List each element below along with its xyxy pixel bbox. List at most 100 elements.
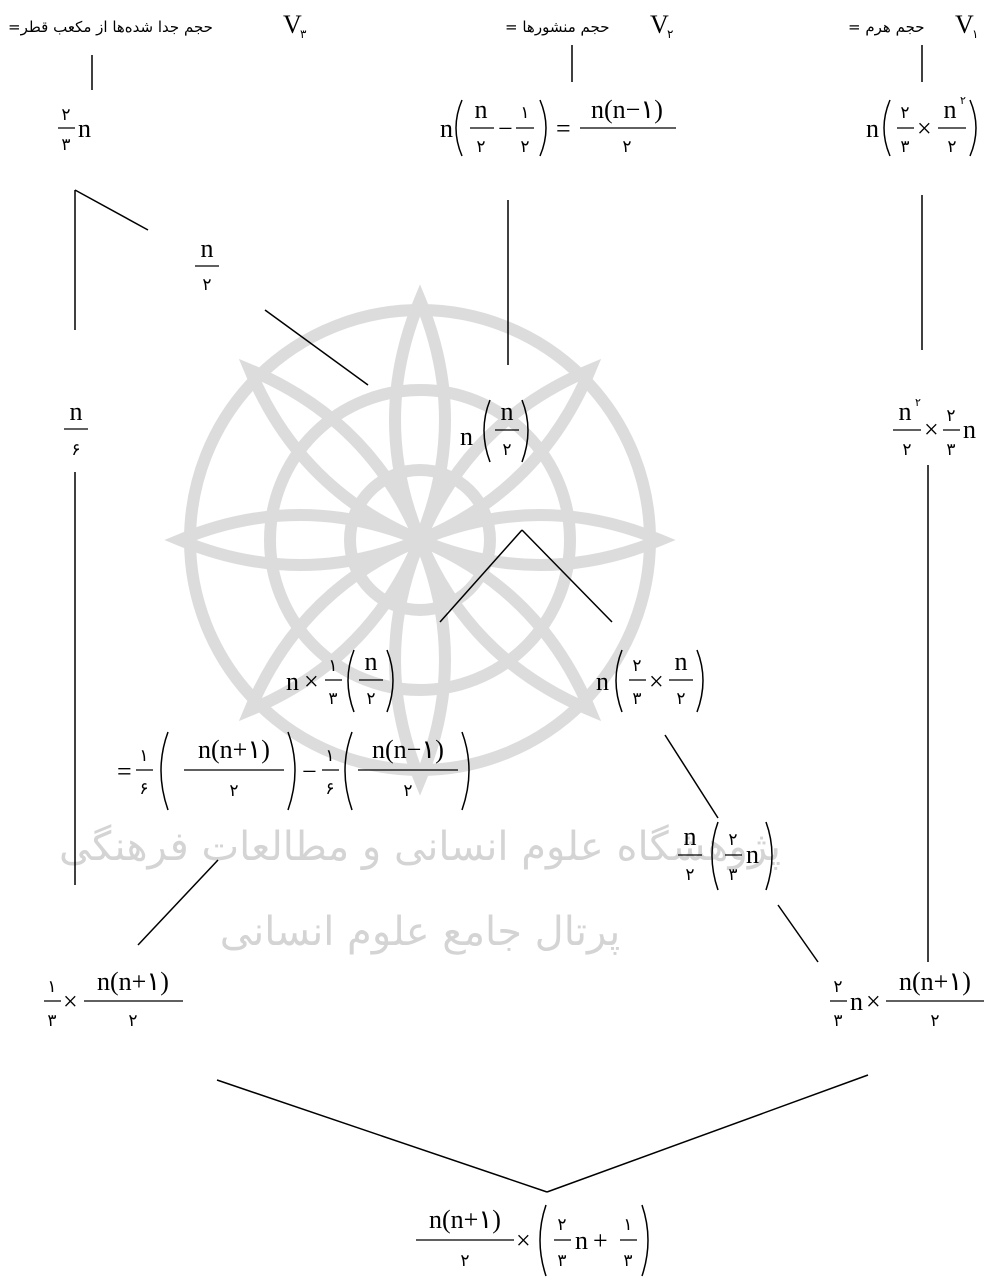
expr-n-times-third-n-over-2: n × ۱ ۳ n ۲ (286, 647, 394, 713)
svg-text:×: × (924, 415, 939, 444)
svg-text:۲: ۲ (202, 275, 211, 295)
svg-text:n: n (575, 1226, 588, 1255)
expr-n2-over-2-times-2-3-n: n ۲ ۲ × ۲ ۳ n (893, 396, 976, 460)
svg-text:n: n (78, 114, 91, 143)
watermark-rosette (164, 284, 676, 796)
watermark-line2: پرتال جامع علوم انسانی (220, 909, 621, 955)
svg-text:۲: ۲ (460, 1251, 469, 1271)
line-to-right-result (777, 904, 819, 963)
svg-text:×: × (866, 987, 881, 1016)
svg-text:۲: ۲ (833, 977, 842, 997)
svg-text:×: × (649, 667, 664, 696)
svg-text:۲: ۲ (960, 94, 966, 107)
svg-text:۲: ۲ (128, 1011, 137, 1031)
expr-final-result: n(n+۱) ۲ × ۲ ۳ n + ۱ ۳ (416, 1204, 649, 1277)
svg-text:۲: ۲ (685, 865, 694, 885)
svg-text:۶: ۶ (325, 779, 334, 799)
svg-text:۱: ۱ (325, 746, 334, 766)
connector-lines (74, 45, 929, 1193)
line-split-left (439, 529, 523, 623)
expr-n-two-thirds-n-over-2: n ۲ ۳ × n ۲ (596, 647, 704, 713)
svg-text:n: n (850, 987, 863, 1016)
line-to-n2-2-3n (664, 734, 719, 819)
svg-text:n: n (201, 234, 214, 263)
svg-text:۲: ۲ (61, 105, 70, 125)
svg-text:۳: ۳ (623, 1251, 632, 1271)
svg-text:۲: ۲ (502, 440, 511, 460)
header-v2-sub: ۲ (667, 27, 673, 41)
svg-text:۲: ۲ (403, 781, 412, 801)
svg-text:=: = (117, 757, 132, 786)
svg-text:۲: ۲ (902, 440, 911, 460)
svg-text:۱: ۱ (520, 103, 529, 123)
svg-text:۶: ۶ (139, 779, 148, 799)
svg-text:n: n (365, 647, 378, 676)
svg-text:۲: ۲ (229, 781, 238, 801)
header-v1-symbol: V (955, 10, 974, 39)
svg-text:n(n−۱): n(n−۱) (372, 735, 444, 764)
svg-text:n: n (460, 422, 473, 451)
line-split-right (521, 529, 613, 623)
svg-text:n(n−۱): n(n−۱) (591, 95, 663, 124)
line-merge-right (546, 1074, 869, 1193)
svg-text:۱: ۱ (328, 656, 337, 676)
svg-text:۲: ۲ (622, 137, 631, 157)
svg-text:n(n+۱): n(n+۱) (429, 1205, 501, 1234)
header-v2: = حجم منشورها V ۲ (505, 10, 673, 41)
svg-text:n: n (501, 397, 514, 426)
header-v2-label: = حجم منشورها (505, 18, 609, 36)
svg-text:۲: ۲ (900, 103, 909, 123)
svg-text:۶: ۶ (71, 440, 80, 460)
svg-text:۲: ۲ (915, 396, 921, 409)
svg-text:n: n (963, 415, 976, 444)
svg-text:۳: ۳ (557, 1251, 566, 1271)
expr-left-result: ۱ ۳ × n(n+۱) ۲ (44, 967, 183, 1031)
watermark-line1: پژوهشگاه علوم انسانی و مطالعات فرهنگی (59, 824, 781, 870)
svg-text:۲: ۲ (557, 1215, 566, 1235)
svg-text:n(n+۱): n(n+۱) (899, 967, 971, 996)
svg-text:۲: ۲ (946, 406, 955, 426)
header-v1-sub: ۱ (972, 27, 978, 41)
svg-text:×: × (63, 987, 78, 1016)
expr-n-over-2-two-thirds-n: n ۲ ۲ ۳ n (678, 821, 773, 891)
svg-text:۲: ۲ (947, 137, 956, 157)
expr-two-thirds-n: ۲ ۳ n (58, 105, 91, 155)
svg-text:n: n (746, 840, 759, 869)
svg-text:۳: ۳ (833, 1011, 842, 1031)
svg-text:n: n (866, 114, 879, 143)
svg-text:−: − (302, 757, 317, 786)
svg-text:n: n (286, 667, 299, 696)
line-to-left-result (137, 859, 219, 946)
svg-text:۱: ۱ (139, 746, 148, 766)
expr-n-times-n-over-2: n n ۲ (460, 397, 529, 463)
svg-text:۲: ۲ (366, 689, 375, 709)
header-v1: = حجم هرم V ۱ (848, 10, 978, 41)
svg-text:۲: ۲ (476, 137, 485, 157)
svg-text:n(n+۱): n(n+۱) (198, 735, 270, 764)
header-v3-label: =حجم جدا شده‌ها از مکعب قطر (8, 18, 213, 36)
header-v1-label: = حجم هرم (848, 18, 925, 36)
svg-text:۳: ۳ (728, 865, 737, 885)
svg-text:۳: ۳ (328, 689, 337, 709)
header-v3-symbol: V (283, 10, 302, 39)
header-v2-symbol: V (650, 10, 669, 39)
expr-n-over-6: n ۶ (64, 397, 88, 460)
svg-text:−: − (498, 114, 513, 143)
svg-text:۲: ۲ (520, 137, 529, 157)
line-merge-left (216, 1079, 548, 1193)
svg-text:×: × (304, 667, 319, 696)
header-v3-sub: ۳ (300, 27, 307, 41)
svg-text:۲: ۲ (632, 656, 641, 676)
svg-text:=: = (556, 114, 571, 143)
svg-text:n: n (675, 647, 688, 676)
svg-text:۳: ۳ (900, 137, 909, 157)
line-branch-n2 (74, 189, 149, 231)
svg-text:۲: ۲ (728, 830, 737, 850)
expr-v2-prisms: n n ۲ − ۱ ۲ = n(n−۱) ۲ (440, 95, 676, 157)
line-n2-to-center (264, 309, 369, 386)
expr-right-result: ۲ ۳ n × n(n+۱) ۲ (830, 967, 984, 1031)
svg-text:۳: ۳ (946, 440, 955, 460)
svg-text:۲: ۲ (930, 1011, 939, 1031)
svg-text:۳: ۳ (47, 1011, 56, 1031)
